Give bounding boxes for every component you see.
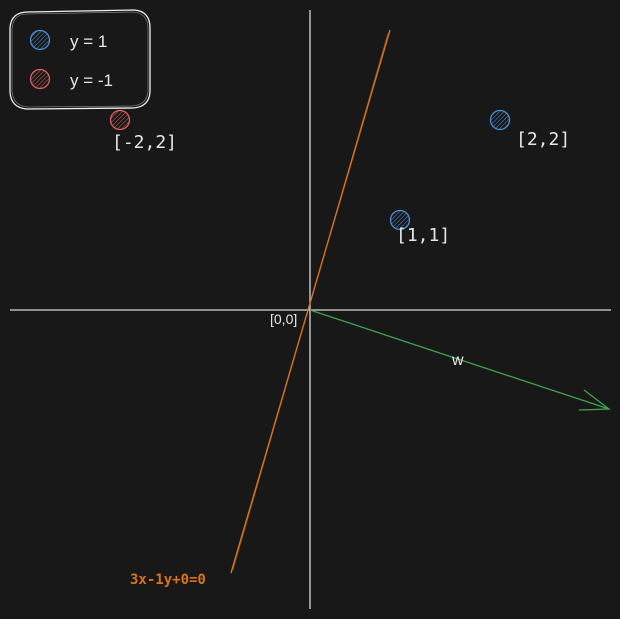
- point-label: [-2,2]: [112, 132, 177, 153]
- weight-vector-arrowhead: [578, 389, 611, 411]
- legend-item-negative: y = -1: [29, 68, 113, 90]
- legend-label: y = 1: [70, 32, 107, 51]
- legend-label: y = -1: [70, 71, 113, 90]
- point-2-2: [2,2]: [489, 109, 570, 150]
- weight-vector-line: [309, 309, 610, 410]
- legend-swatch-blue: [29, 29, 51, 51]
- point-label: [2,2]: [516, 129, 570, 150]
- point-marker: [489, 109, 511, 131]
- point-marker: [109, 109, 131, 131]
- origin-label: [0,0]: [270, 311, 297, 327]
- point-neg2-2: [-2,2]: [109, 109, 177, 153]
- point-label: [1,1]: [396, 225, 450, 246]
- legend-swatch-red: [29, 68, 51, 90]
- legend-item-positive: y = 1: [29, 29, 107, 51]
- point-marker: [389, 209, 411, 231]
- legend-box: [9, 9, 151, 110]
- legend: y = 1 y = -1: [9, 9, 151, 110]
- boundary-equation-label: 3x-1y+0=0: [130, 572, 206, 588]
- point-1-1: [1,1]: [389, 209, 450, 246]
- weight-vector-label: w: [451, 352, 464, 369]
